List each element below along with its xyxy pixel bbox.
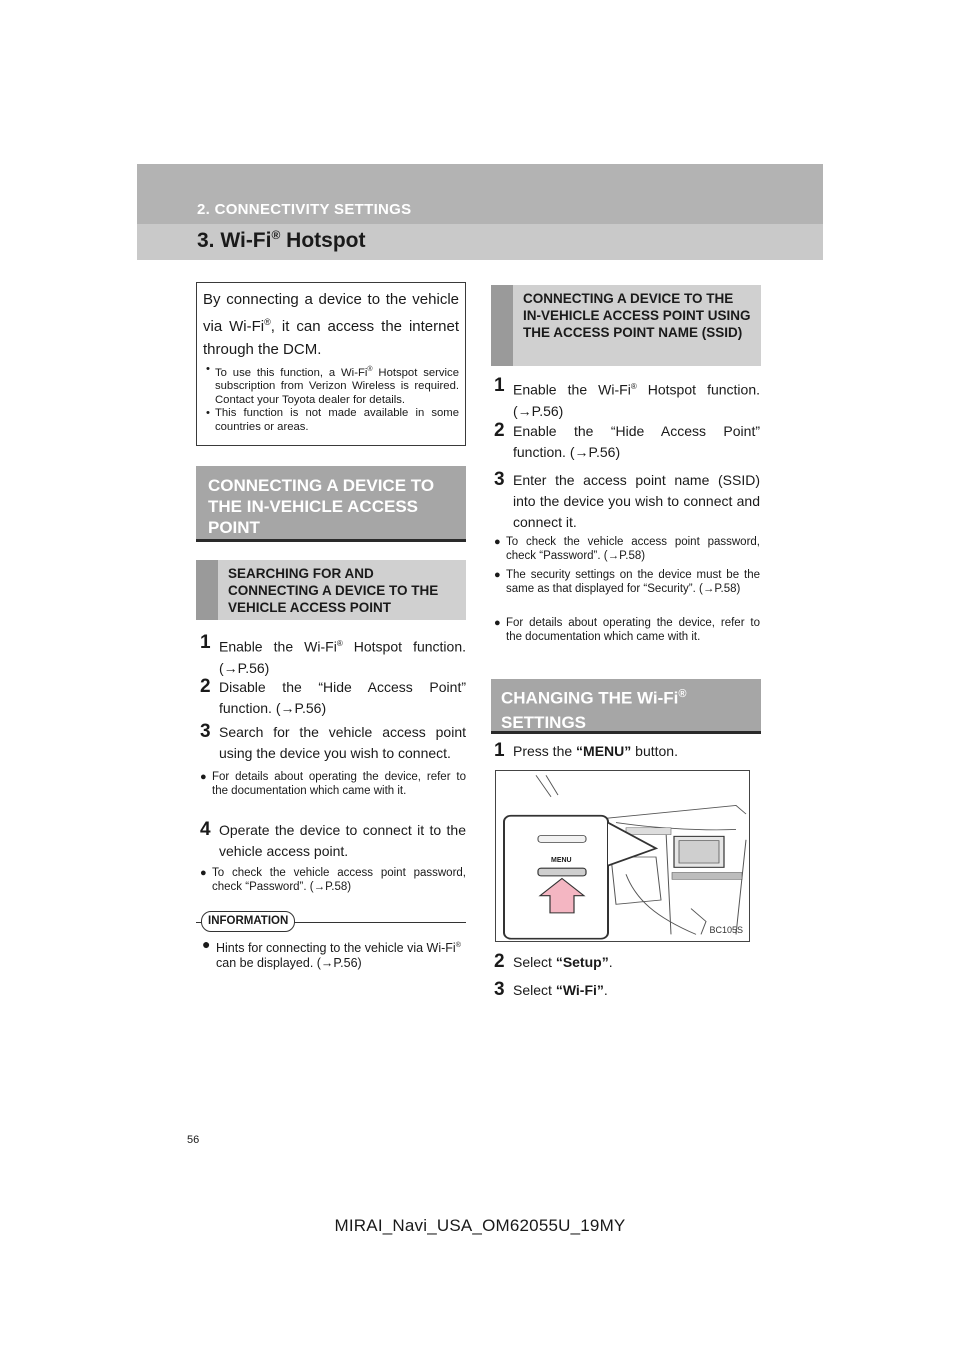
bullet-right-details: ● For details about operating the device…: [494, 617, 760, 643]
intro-notes: To use this function, a Wi-Fi® Hotspot s…: [203, 363, 459, 434]
bullet-right-security: ● The security settings on the device mu…: [494, 569, 760, 595]
intro-text: By connecting a device to the vehicle vi…: [203, 291, 459, 358]
document-id: MIRAI_Navi_USA_OM62055U_19MY: [334, 1216, 626, 1235]
step-1-left: 1 Enable the Wi-Fi® Hotspot function. (→…: [200, 632, 466, 676]
step-3-left: 3 Search for the vehicle access point us…: [200, 721, 466, 761]
intro-note: To use this function, a Wi-Fi® Hotspot s…: [203, 363, 459, 407]
heading-connect-access-point: CONNECTING A DEVICE TO THE IN-VEHICLE AC…: [196, 466, 466, 542]
section-title: 2. CONNECTIVITY SETTINGS: [197, 201, 412, 218]
dashboard-figure: MENU BC105S: [495, 770, 750, 942]
dashboard-illustration: [503, 775, 747, 940]
step-4-left: 4 Operate the device to connect it to th…: [200, 819, 466, 859]
step-1-right: 1 Enable the Wi-Fi® Hotspot function. (→…: [494, 375, 760, 419]
intro-note: This function is not made available in s…: [203, 407, 459, 434]
information-badge: INFORMATION: [201, 911, 296, 932]
menu-button-label: MENU: [551, 857, 572, 864]
subheading-ssid: CONNECTING A DEVICE TO THE IN-VEHICLE AC…: [491, 285, 761, 366]
subheading-bar: [491, 285, 513, 366]
step-press-menu: 1 Press the “MENU” button.: [494, 740, 678, 761]
figure-code: BC105S: [709, 925, 743, 935]
header-strip: [137, 164, 823, 224]
step-select-wifi: 3 Select “Wi-Fi”.: [494, 979, 608, 1000]
step-2-right: 2 Enable the “Hide Access Point” functio…: [494, 420, 760, 460]
bullet-right-password: ● To check the vehicle access point pass…: [494, 536, 760, 562]
bullet-left-details: ● For details about operating the device…: [200, 771, 466, 797]
information-item: ● Hints for connecting to the vehicle vi…: [202, 936, 461, 971]
step-select-setup: 2 Select “Setup”.: [494, 951, 613, 972]
subheading-bar: [196, 560, 218, 620]
step-2-left: 2 Disable the “Hide Access Point” functi…: [200, 676, 466, 716]
step-3-right: 3 Enter the access point name (SSID) int…: [494, 469, 760, 530]
page-title: 3. Wi-Fi® Hotspot: [197, 228, 366, 252]
bullet-left-password: ● To check the vehicle access point pass…: [200, 867, 466, 893]
subheading-searching: SEARCHING FOR AND CONNECTING A DEVICE TO…: [196, 560, 466, 620]
page-number: 56: [187, 1134, 200, 1146]
heading-changing-wifi: CHANGING THE Wi-Fi® SETTINGS: [491, 679, 761, 734]
intro-box: By connecting a device to the vehicle vi…: [196, 282, 466, 446]
information-rule: [196, 922, 466, 923]
